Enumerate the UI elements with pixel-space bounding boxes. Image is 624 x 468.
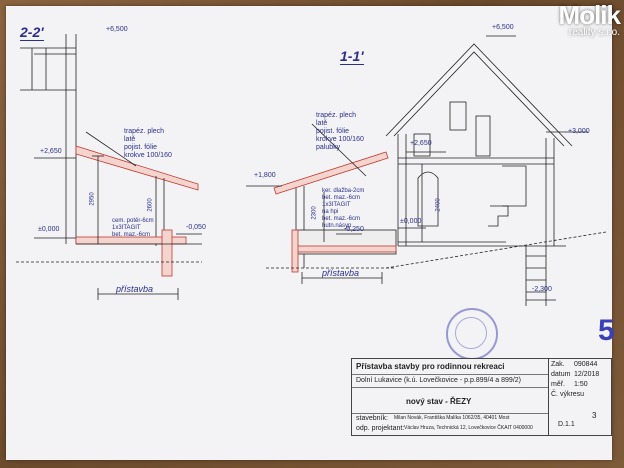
section-left-dim-wall: 2600 bbox=[147, 198, 154, 212]
section-left-annex-label: přístavba bbox=[116, 284, 154, 294]
paper-sheet: 2-2' +6,500 +2,650 ±0,000 -0,050 trapéz.… bbox=[6, 6, 615, 460]
project-location: Dolní Lukavice (k.ú. Lovečkovice - p.p.8… bbox=[356, 377, 521, 384]
section-right-dim-height: 2300 bbox=[311, 206, 318, 220]
designer-value: Václav Hruza, Technická 12, Lovečkovice … bbox=[404, 425, 533, 431]
section-left-title: 2-2' bbox=[20, 24, 44, 41]
floor-layer: 1x3ITAGIT bbox=[112, 225, 141, 231]
section-left-level-floor: ±0,000 bbox=[38, 226, 60, 233]
floor-layer: cem. potěr-6cm bbox=[112, 218, 154, 224]
designer-stamp bbox=[446, 308, 498, 360]
section-right-level-base: -2,300 bbox=[532, 286, 552, 293]
watermark-logo: Molik reality s.r.o. bbox=[558, 0, 621, 38]
section-right-floor-layers: ker. dlažba-2cm bet. maz.-6cm 1x3ITAGIT … bbox=[322, 188, 364, 230]
section-drawings bbox=[16, 34, 607, 306]
section-right-level-floor: ±0,000 bbox=[400, 218, 422, 225]
section-right-level-annex-roof: +1,800 bbox=[254, 172, 276, 179]
roof-layer: trapéz. plech bbox=[124, 128, 165, 135]
sheet-title: nový stav - ŘEZY bbox=[406, 397, 472, 406]
roof-layer: palubky bbox=[316, 144, 341, 151]
roof-layer: pojist. fólie bbox=[124, 144, 158, 151]
section-right-level-step: -0,250 bbox=[344, 226, 364, 233]
section-right-level-top: +6,500 bbox=[492, 24, 514, 31]
meta-value: 1:50 bbox=[574, 381, 588, 388]
drawing-code: D.1.1 bbox=[558, 421, 575, 428]
section-left-dim-height: 2950 bbox=[89, 192, 96, 206]
meta-value: 090844 bbox=[574, 361, 598, 368]
section-right-roof-layers: trapéz. plech latě pojist. fólie krokve … bbox=[316, 112, 364, 152]
designer-label: odp. projektant: bbox=[356, 425, 405, 432]
section-left-floor-layers: cem. potěr-6cm 1x3ITAGIT bet. maz.-6cm bbox=[112, 218, 154, 239]
roof-layer: latě bbox=[124, 136, 136, 143]
section-right-level-mid: +2,650 bbox=[410, 140, 432, 147]
builder-value: Milan Novák, Františka Malíka 1062/35, 4… bbox=[394, 415, 510, 421]
meta-label: měř. bbox=[551, 381, 565, 388]
meta-label: Zak. bbox=[551, 361, 565, 368]
floor-layer: 1x3ITAGIT bbox=[322, 202, 351, 208]
floor-layer: hutn.násyp bbox=[322, 223, 352, 229]
roof-layer: trapéz. plech bbox=[316, 112, 357, 119]
roof-layer: latě bbox=[316, 120, 328, 127]
section-left-roof-layers: trapéz. plech latě pojist. fólie krokve … bbox=[124, 128, 172, 160]
meta-label: Č. výkresu bbox=[551, 391, 585, 398]
section-left-level-ext: -0,050 bbox=[186, 224, 206, 231]
roof-layer: krokve 100/160 bbox=[124, 152, 172, 159]
section-left-level-top: +6,500 bbox=[106, 26, 128, 33]
section-right-level-eave: +3,000 bbox=[568, 128, 590, 135]
section-left-level-mid: +2,650 bbox=[40, 148, 62, 155]
floor-layer: bet. maz.-6cm bbox=[112, 232, 151, 238]
section-right-dim-wall: 2400 bbox=[435, 198, 442, 212]
roof-layer: krokve 100/160 bbox=[316, 136, 364, 143]
project-title: Přístavba stavby pro rodinnou rekreaci bbox=[356, 362, 505, 371]
floor-layer: bet. maz.-6cm bbox=[322, 195, 361, 201]
logo-sub: reality s.r.o. bbox=[568, 27, 620, 38]
meta-value: 12/2018 bbox=[574, 371, 600, 378]
floor-layer: bet. maz.-6cm bbox=[322, 216, 361, 222]
logo-brand: Molik bbox=[558, 0, 621, 30]
floor-layer: na hpi bbox=[322, 209, 339, 215]
floor-layer: ker. dlažba-2cm bbox=[322, 188, 365, 194]
meta-label: datum bbox=[551, 371, 571, 378]
section-right-title: 1-1' bbox=[340, 48, 364, 65]
builder-label: stavebník: bbox=[356, 415, 388, 422]
roof-layer: pojist. fólie bbox=[316, 128, 350, 135]
section-right-annex-label: přístavba bbox=[322, 268, 360, 278]
drawing-number: 3 bbox=[592, 411, 597, 420]
page-number: 5 bbox=[598, 314, 615, 347]
title-block: Přístavba stavby pro rodinnou rekreaci D… bbox=[351, 358, 612, 436]
